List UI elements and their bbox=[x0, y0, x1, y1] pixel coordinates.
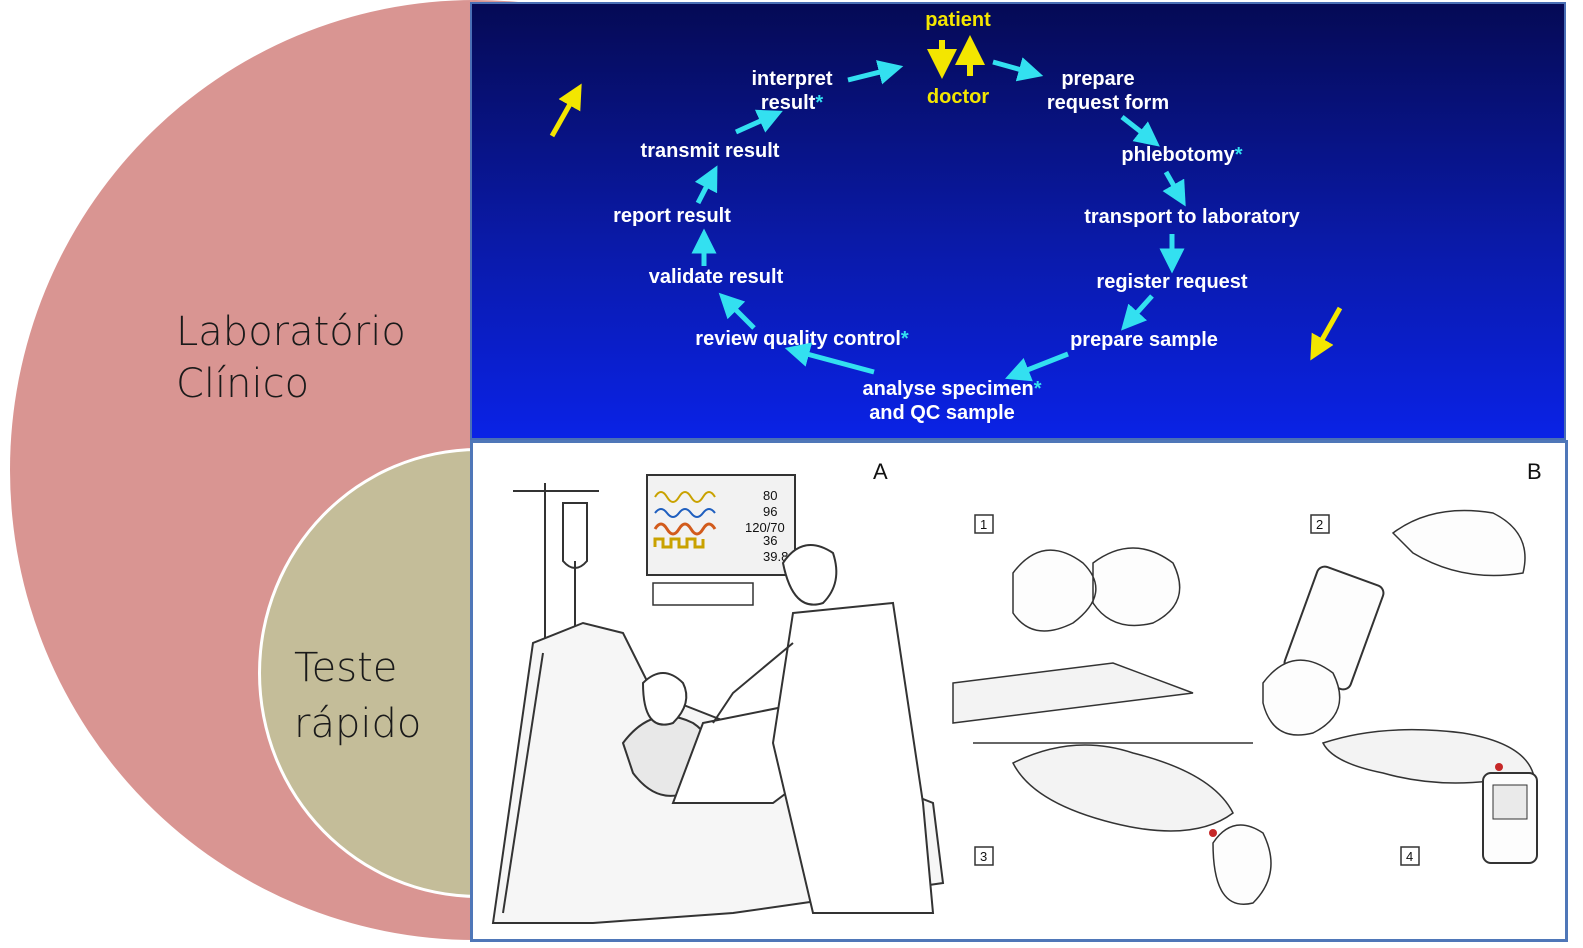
svg-text:1: 1 bbox=[980, 517, 987, 532]
step-prepare-request-line1: prepare bbox=[1061, 68, 1134, 90]
monitor-value-rr: 36 bbox=[763, 533, 777, 548]
step-interpret-line1: interpret bbox=[751, 68, 832, 90]
monitor-value-spo2: 96 bbox=[763, 504, 777, 519]
point-of-care-illustration: A B 80 96 120/70 36 39.8 bbox=[470, 440, 1568, 942]
label-line-2: Clínico bbox=[176, 358, 406, 410]
step-report-result: report result bbox=[613, 205, 731, 227]
svg-text:2: 2 bbox=[1316, 517, 1323, 532]
step-prepare-sample: prepare sample bbox=[1070, 329, 1218, 351]
step-1-drawing: 1 bbox=[975, 515, 1180, 631]
step-phlebotomy: phlebotomy* bbox=[1121, 144, 1242, 166]
svg-text:3: 3 bbox=[980, 849, 987, 864]
lab-process-diagram: patient doctor interpret result* transmi… bbox=[470, 2, 1566, 440]
laboratorio-clinico-label: Laboratório Clínico bbox=[176, 306, 406, 410]
monitor-value-hr: 80 bbox=[763, 488, 777, 503]
patient-doctor-arrows bbox=[942, 40, 970, 76]
step-transmit-result: transmit result bbox=[641, 140, 780, 162]
teste-rapido-label: Teste rápido bbox=[294, 640, 421, 752]
step-4-drawing: 4 bbox=[1323, 730, 1537, 865]
step-analyse-line1: analyse specimen* bbox=[862, 378, 1041, 400]
step-2-drawing: 2 bbox=[1263, 511, 1525, 736]
panel-a-label: A bbox=[873, 459, 888, 484]
step-review-quality-control: review quality control* bbox=[695, 328, 909, 350]
doctor-label: doctor bbox=[927, 86, 989, 108]
step-register-request: register request bbox=[1096, 271, 1248, 293]
svg-text:4: 4 bbox=[1406, 849, 1413, 864]
vital-signs-monitor: 80 96 120/70 36 39.8 bbox=[647, 475, 795, 605]
step-analyse-line2: and QC sample bbox=[869, 402, 1015, 424]
step-transport-to-laboratory: transport to laboratory bbox=[1084, 206, 1300, 228]
patient-label: patient bbox=[925, 9, 991, 31]
label-line-1: Teste bbox=[294, 640, 421, 696]
step-interpret-line2: result* bbox=[761, 92, 823, 114]
step-validate-result: validate result bbox=[649, 266, 784, 288]
panel-b-label: B bbox=[1527, 459, 1542, 484]
label-line-1: Laboratório bbox=[176, 306, 406, 358]
step-3-drawing: 3 bbox=[953, 663, 1271, 904]
label-line-2: rápido bbox=[294, 696, 421, 752]
step-prepare-request-line2: request form bbox=[1047, 92, 1169, 114]
